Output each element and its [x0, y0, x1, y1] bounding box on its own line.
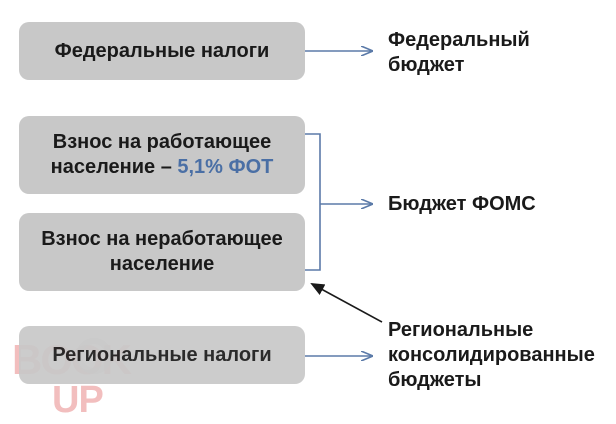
working-pop-line2-text: население – [50, 156, 178, 178]
foms-budget-label: Бюджет ФОМС [388, 192, 536, 217]
regional-budgets-line1: Региональные [388, 319, 534, 341]
federal-budget-line2: бюджет [388, 54, 465, 76]
regional-taxes-label: Региональные налоги [52, 343, 272, 366]
nonworking-population-contribution-box: Взнос на неработающее население [19, 213, 305, 291]
working-population-contribution-box: Взнос на работающее население – 5,1% ФОТ [19, 116, 305, 194]
foms-budget-text: Бюджет ФОМС [388, 193, 536, 215]
working-pop-line2: население – 5,1% ФОТ [51, 155, 274, 180]
federal-budget-line1: Федеральный [388, 29, 530, 51]
working-population-contribution-label: Взнос на работающее население – 5,1% ФОТ [51, 130, 274, 180]
nonworking-pop-line2: население [109, 253, 215, 275]
regional-budgets-line3: бюджеты [388, 369, 482, 391]
federal-taxes-box: Федеральные налоги [19, 22, 305, 80]
nonworking-population-contribution-label: Взнос на неработающее население [41, 227, 283, 277]
regional-budgets-line2: консолидированные [388, 344, 595, 366]
nonworking-pop-line1: Взнос на неработающее [41, 228, 283, 250]
federal-taxes-label: Федеральные налоги [54, 39, 270, 62]
federal-budget-label: Федеральный бюджет [388, 28, 530, 78]
working-pop-rate: 5,1% ФОТ [177, 156, 274, 178]
regional-budgets-label: Региональные консолидированные бюджеты [388, 318, 595, 393]
bracket-foms [305, 133, 321, 271]
working-pop-line1: Взнос на работающее [52, 131, 272, 153]
regional-taxes-box: Региональные налоги [19, 326, 305, 384]
arrow-regional-to-foms [310, 283, 383, 323]
svg-text:UP: UP [52, 379, 103, 416]
